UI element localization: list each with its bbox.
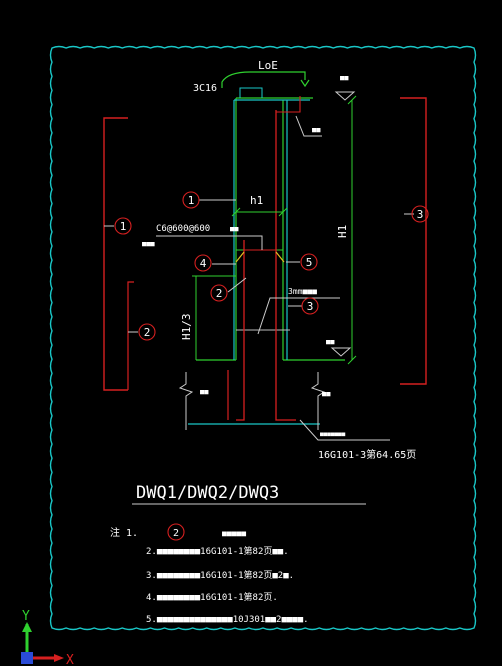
note-1-tail: ■■■■■ bbox=[222, 529, 246, 538]
note-2: 2.■■■■■■■■16G101-1第82页■■. bbox=[146, 545, 289, 557]
callout-4: 4 bbox=[200, 257, 207, 270]
leader-top-tag bbox=[295, 115, 322, 137]
label-stirrup-note: ■■■ bbox=[142, 240, 155, 248]
wall-section: 1 2 3 1 4 2 5 3 LoE 3C16 h1 H1 H1/3 C6@6… bbox=[103, 59, 429, 625]
drawing-frame bbox=[49, 45, 477, 631]
callout-1-circle-a bbox=[114, 217, 132, 235]
callout-3-a: 3 bbox=[417, 208, 424, 221]
callout-1-circle-b bbox=[182, 191, 200, 209]
rebar-anchor bbox=[239, 87, 263, 98]
break-right bbox=[310, 372, 326, 430]
loe-leader bbox=[221, 71, 306, 88]
label-stirrup-suffix: ■■ bbox=[230, 225, 239, 233]
ucs-y-label: Y bbox=[22, 609, 30, 624]
label-anchor-ref: 16G101-3第64.65页 bbox=[318, 448, 416, 461]
ucs-icon: Y X bbox=[21, 609, 74, 666]
label-top-bar: 3C16 bbox=[193, 83, 217, 94]
callout-2-a: 2 bbox=[144, 326, 151, 339]
level-top-right bbox=[334, 91, 356, 101]
hook-5 bbox=[275, 251, 285, 263]
level-bottom-right bbox=[330, 347, 352, 357]
label-anchor-note: ■■■■■■■ bbox=[320, 431, 346, 438]
label-tag-bottom: ■■ bbox=[322, 390, 331, 398]
rebar-red-left bbox=[236, 240, 245, 421]
H1-tick-t bbox=[347, 95, 357, 105]
callout-5: 5 bbox=[306, 256, 313, 269]
ucs-x-label: X bbox=[66, 653, 74, 666]
callout-1-b: 1 bbox=[188, 194, 195, 207]
callout-3-circle-b bbox=[301, 297, 319, 315]
H1-tick-b bbox=[347, 355, 357, 365]
callout-3-circle-a bbox=[411, 205, 429, 223]
rebar-red-top bbox=[276, 96, 301, 113]
label-tag-bottom-right: ■■ bbox=[326, 338, 335, 346]
label-loe: LoE bbox=[258, 59, 278, 72]
label-tag-left: ■■ bbox=[200, 388, 209, 396]
callout-1-a: 1 bbox=[120, 220, 127, 233]
hook-4 bbox=[235, 251, 245, 263]
callout-5-circle bbox=[300, 253, 318, 271]
label-tag-top: ■■ bbox=[340, 74, 349, 82]
label-h1: h1 bbox=[250, 194, 263, 207]
drawing-title: DWQ1/DWQ2/DWQ3 bbox=[136, 483, 279, 503]
leader-stirrup bbox=[156, 235, 263, 250]
leader-waterstop bbox=[257, 297, 340, 335]
leader-anchor bbox=[299, 419, 390, 441]
label-H1: H1 bbox=[336, 225, 349, 238]
rebar-red-right bbox=[275, 110, 296, 421]
callout-2-b: 2 bbox=[216, 287, 223, 300]
note-3: 3.■■■■■■■■16G101-1第82页■2■. bbox=[146, 569, 294, 581]
label-stirrup: C6@600@600 bbox=[156, 224, 210, 234]
leader-2 bbox=[227, 277, 247, 293]
label-waterstop: 3mm■■■ bbox=[288, 287, 317, 296]
callout-2-circle-b bbox=[210, 284, 228, 302]
bracket-left bbox=[103, 117, 128, 391]
note-4: 4.■■■■■■■■16G101-1第82页. bbox=[146, 591, 278, 603]
note-5: 5.■■■■■■■■■■■■■■10J301■■2■■■■. bbox=[146, 615, 309, 625]
loe-arrow bbox=[300, 79, 310, 88]
callout-4-circle bbox=[194, 254, 212, 272]
note-head: 注 1. bbox=[110, 526, 138, 539]
callout-3-b: 3 bbox=[307, 300, 314, 313]
h1-tick-r bbox=[278, 207, 288, 217]
break-left bbox=[178, 372, 194, 430]
label-tag-right: ■■ bbox=[312, 126, 321, 134]
h1-tick-l bbox=[231, 207, 241, 217]
note-callout-circle bbox=[167, 523, 185, 541]
bracket-right bbox=[400, 97, 427, 385]
bracket-left-small bbox=[127, 281, 134, 390]
callout-2-circle-a bbox=[138, 323, 156, 341]
note-1-circle-num: 2 bbox=[173, 528, 179, 539]
label-H1-3: H1/3 bbox=[180, 314, 193, 341]
